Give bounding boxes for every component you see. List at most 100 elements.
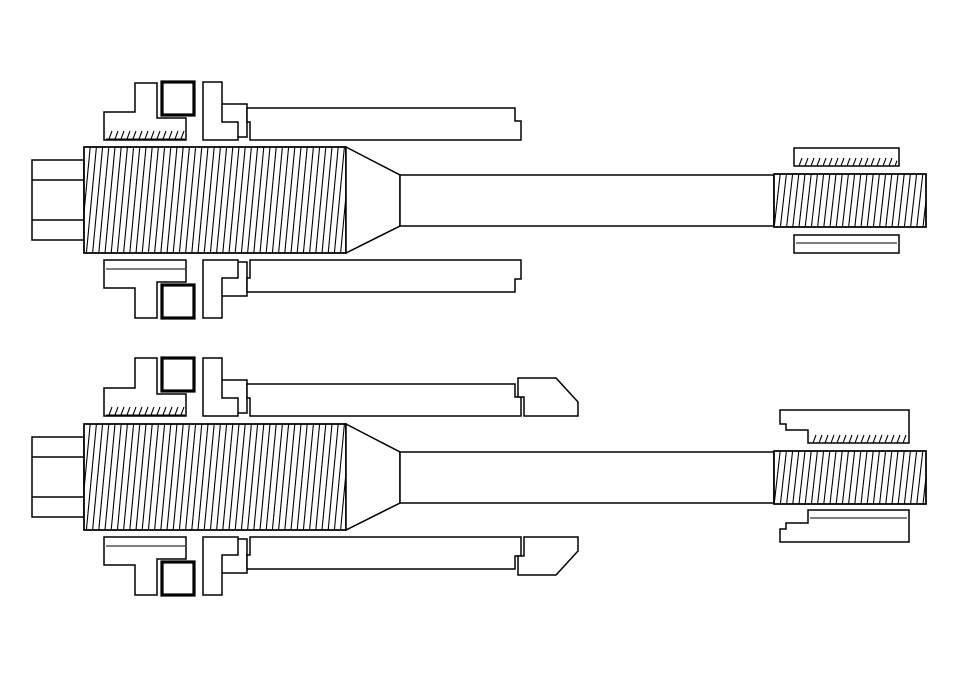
right-jaw-bottom-upper <box>779 409 910 444</box>
thread-line <box>333 423 345 531</box>
thread-line <box>129 146 141 254</box>
hex-nut-top <box>31 159 85 241</box>
thread-line <box>108 130 113 140</box>
thread-line <box>860 434 865 444</box>
thread-line <box>197 423 209 531</box>
thread-line <box>191 423 203 531</box>
thread-line <box>792 173 800 228</box>
thread-line <box>824 434 829 444</box>
thread-line <box>85 146 97 254</box>
thread-line <box>144 130 149 140</box>
thread-line <box>888 157 893 167</box>
thread-line <box>884 434 889 444</box>
thread-line <box>812 434 817 444</box>
thread-line <box>209 423 221 531</box>
thread-line <box>315 146 327 254</box>
thread-line <box>866 434 871 444</box>
thread-line <box>147 423 159 531</box>
thread-line <box>114 130 119 140</box>
thread-line <box>185 423 197 531</box>
thread-line <box>822 157 827 167</box>
thread-line <box>852 157 857 167</box>
thread-line <box>854 450 862 505</box>
thread-line <box>296 423 308 531</box>
thread-line <box>896 434 901 444</box>
thread-line <box>816 157 821 167</box>
thread-line <box>818 434 823 444</box>
thread-line <box>126 130 131 140</box>
thread-line <box>835 450 843 505</box>
thread-line <box>872 173 880 228</box>
thread-line <box>116 423 128 531</box>
thread-line <box>829 450 837 505</box>
thread-line <box>817 173 825 228</box>
hex-nut-bottom <box>31 436 85 518</box>
thread-line <box>162 406 167 416</box>
thread-line <box>240 423 252 531</box>
thread-line <box>216 423 228 531</box>
thread-line <box>110 423 122 531</box>
thread-line <box>141 423 153 531</box>
thread-line <box>228 146 240 254</box>
thread-line <box>168 406 173 416</box>
thread-line <box>879 450 887 505</box>
square-key-lower-bottom <box>160 560 196 597</box>
thread-line <box>265 146 277 254</box>
thread-line <box>154 146 166 254</box>
thread-line <box>786 450 794 505</box>
thread-line <box>854 434 859 444</box>
thread-line <box>916 173 924 228</box>
thread-line <box>144 406 149 416</box>
thread-line <box>810 157 815 167</box>
thread-line <box>180 406 185 416</box>
thread-line <box>894 160 898 167</box>
thread-line <box>228 423 240 531</box>
thread-line <box>309 423 321 531</box>
thread-line <box>872 434 877 444</box>
thread-line <box>135 146 147 254</box>
threaded-body-top <box>83 146 347 254</box>
thread-line <box>240 146 252 254</box>
arm-lower-top <box>246 259 522 293</box>
thread-line <box>829 173 837 228</box>
thread-line <box>882 157 887 167</box>
thread-line <box>340 195 347 254</box>
thread-line <box>234 146 246 254</box>
thread-line <box>897 173 905 228</box>
thread-line <box>327 423 339 531</box>
arm-lower-bottom <box>246 536 522 570</box>
shaft-top <box>399 174 775 227</box>
thread-line <box>786 173 794 228</box>
thread-line <box>828 157 833 167</box>
thread-line <box>114 406 119 416</box>
thread-line <box>823 173 831 228</box>
right-nut-top-lower <box>793 234 900 254</box>
thread-line <box>804 157 809 167</box>
thread-line <box>166 423 178 531</box>
thread-line <box>773 173 781 228</box>
thread-line <box>836 434 841 444</box>
thread-line <box>259 146 271 254</box>
thread-line <box>779 450 787 505</box>
thread-line <box>916 450 924 505</box>
thread-line <box>897 450 905 505</box>
square-key-upper-bottom <box>160 356 196 393</box>
thread-line <box>174 130 179 140</box>
thread-line <box>83 423 91 490</box>
thread-line <box>203 146 215 254</box>
shaft-bottom <box>399 451 775 504</box>
thread-line <box>172 146 184 254</box>
thread-line <box>891 173 899 228</box>
thread-line <box>302 146 314 254</box>
clamp-lower-top <box>103 259 522 320</box>
thread-line <box>150 406 155 416</box>
thread-line <box>885 450 893 505</box>
thread-line <box>903 450 911 505</box>
thread-line <box>296 146 308 254</box>
arm-upper-bottom <box>246 383 522 417</box>
thread-line <box>841 450 849 505</box>
thread-line <box>872 450 880 505</box>
clamp-upper-bottom <box>103 356 579 417</box>
thread-line <box>209 146 221 254</box>
